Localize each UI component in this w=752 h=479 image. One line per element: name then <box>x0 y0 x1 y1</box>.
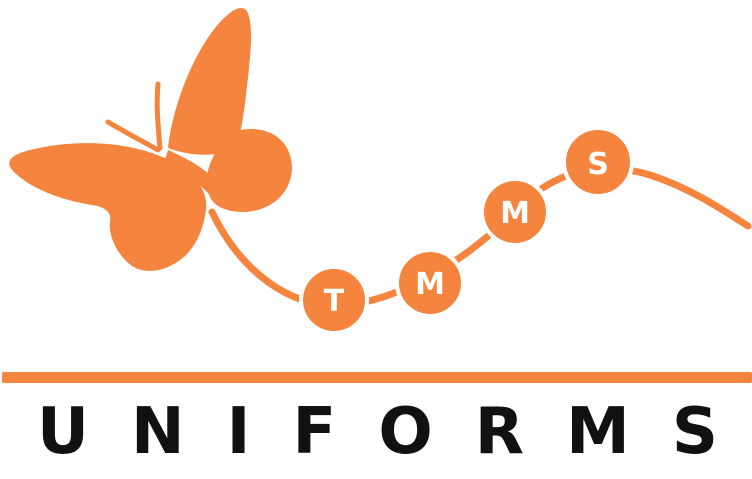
wordmark-letter: O <box>378 394 433 469</box>
bead-m2: M <box>480 177 550 247</box>
logo-mark: T M M S <box>9 8 752 335</box>
bead-t: T <box>299 265 369 335</box>
wordmark-letter: M <box>566 394 630 469</box>
wordmark-letter: U <box>37 394 89 469</box>
butterfly-icon <box>9 8 292 271</box>
wordmark-letter: F <box>292 394 337 469</box>
bead-letter-m1: M <box>415 267 445 302</box>
bead-m1: M <box>395 248 465 318</box>
wordmark-letter: S <box>671 394 718 469</box>
bead-letter-t: T <box>324 284 345 319</box>
bead-letter-m2: M <box>500 196 530 231</box>
bead-letter-s: S <box>587 147 609 182</box>
wordmark-letter: N <box>131 394 185 469</box>
bead-s: S <box>562 126 634 198</box>
bead-string <box>208 164 752 309</box>
wordmark-letter: R <box>474 394 525 469</box>
wordmark-letter: I <box>226 394 251 469</box>
divider-line <box>2 372 752 383</box>
